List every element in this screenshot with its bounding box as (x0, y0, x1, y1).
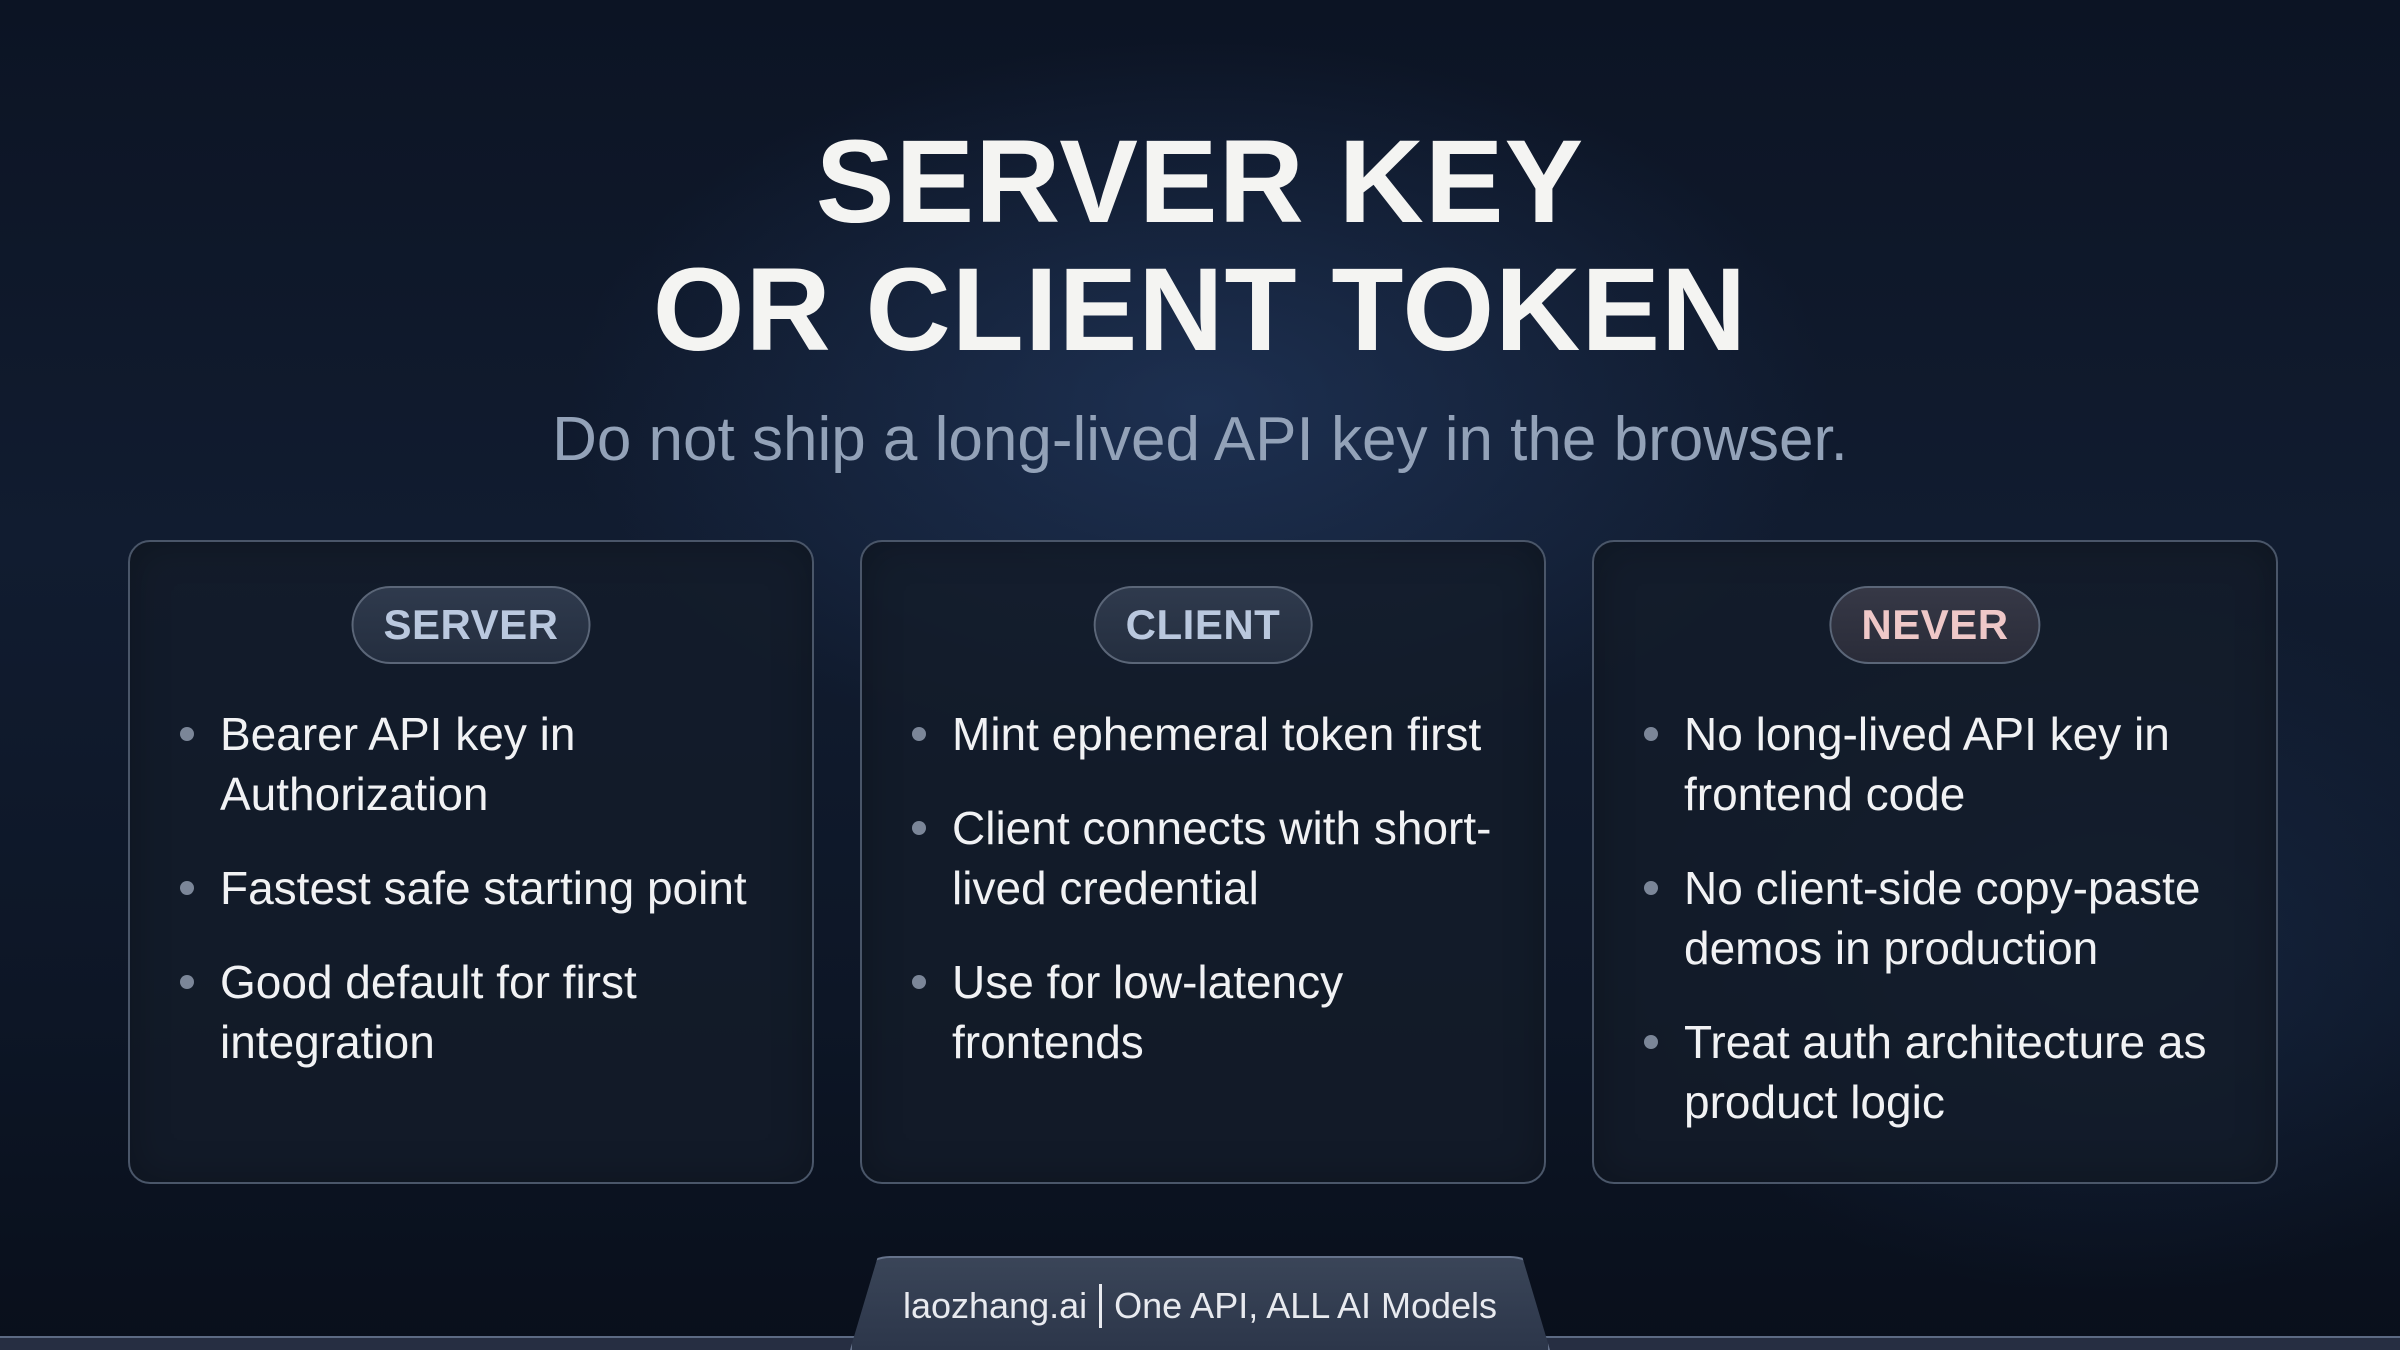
bullet-dot-icon (180, 881, 194, 895)
footer-banner: laozhang.ai One API, ALL AI Models (850, 1256, 1550, 1350)
list-item: Client connects with short-lived credent… (912, 798, 1514, 918)
bullet-dot-icon (1644, 881, 1658, 895)
title-line-1: SERVER KEY (815, 116, 1585, 248)
bullet-text: No client-side copy-paste demos in produ… (1684, 862, 2201, 974)
bullet-text: Treat auth architecture as product logic (1684, 1016, 2207, 1128)
list-item: Treat auth architecture as product logic (1644, 1012, 2246, 1132)
title-line-2: OR CLIENT TOKEN (652, 244, 1748, 376)
card-bullets: No long-lived API key in frontend code N… (1644, 704, 2246, 1166)
card-never: NEVER No long-lived API key in frontend … (1592, 540, 2278, 1184)
bullet-text: Bearer API key in Authorization (220, 708, 576, 820)
card-client: CLIENT Mint ephemeral token first Client… (860, 540, 1546, 1184)
list-item: Bearer API key in Authorization (180, 704, 782, 824)
page-title: SERVER KEY OR CLIENT TOKEN (0, 118, 2400, 374)
bullet-dot-icon (912, 821, 926, 835)
bullet-dot-icon (1644, 727, 1658, 741)
bullet-dot-icon (180, 727, 194, 741)
list-item: No long-lived API key in frontend code (1644, 704, 2246, 824)
bullet-text: No long-lived API key in frontend code (1684, 708, 2170, 820)
list-item: Mint ephemeral token first (912, 704, 1514, 764)
card-server: SERVER Bearer API key in Authorization F… (128, 540, 814, 1184)
bullet-dot-icon (912, 975, 926, 989)
divider (1099, 1284, 1103, 1328)
footer-brand: laozhang.ai (902, 1285, 1088, 1326)
card-label-server: SERVER (351, 586, 591, 664)
card-bullets: Mint ephemeral token first Client connec… (912, 704, 1514, 1106)
page-subtitle: Do not ship a long-lived API key in the … (552, 405, 1848, 474)
bullet-text: Fastest safe starting point (220, 862, 747, 914)
list-item: Use for low-latency frontends (912, 952, 1514, 1072)
card-bullets: Bearer API key in Authorization Fastest … (180, 704, 782, 1106)
bullet-dot-icon (180, 975, 194, 989)
list-item: Fastest safe starting point (180, 858, 782, 918)
bullet-text: Use for low-latency frontends (952, 956, 1344, 1068)
card-label-client: CLIENT (1093, 586, 1313, 664)
bullet-text: Good default for first integration (220, 956, 637, 1068)
list-item: No client-side copy-paste demos in produ… (1644, 858, 2246, 978)
list-item: Good default for first integration (180, 952, 782, 1072)
bullet-dot-icon (1644, 1035, 1658, 1049)
bullet-text: Client connects with short-lived credent… (952, 802, 1492, 914)
footer-tagline: One API, ALL AI Models (1114, 1285, 1498, 1326)
card-label-never: NEVER (1829, 586, 2041, 664)
bullet-text: Mint ephemeral token first (952, 708, 1482, 760)
bullet-dot-icon (912, 727, 926, 741)
cards-row: SERVER Bearer API key in Authorization F… (128, 540, 2278, 1184)
